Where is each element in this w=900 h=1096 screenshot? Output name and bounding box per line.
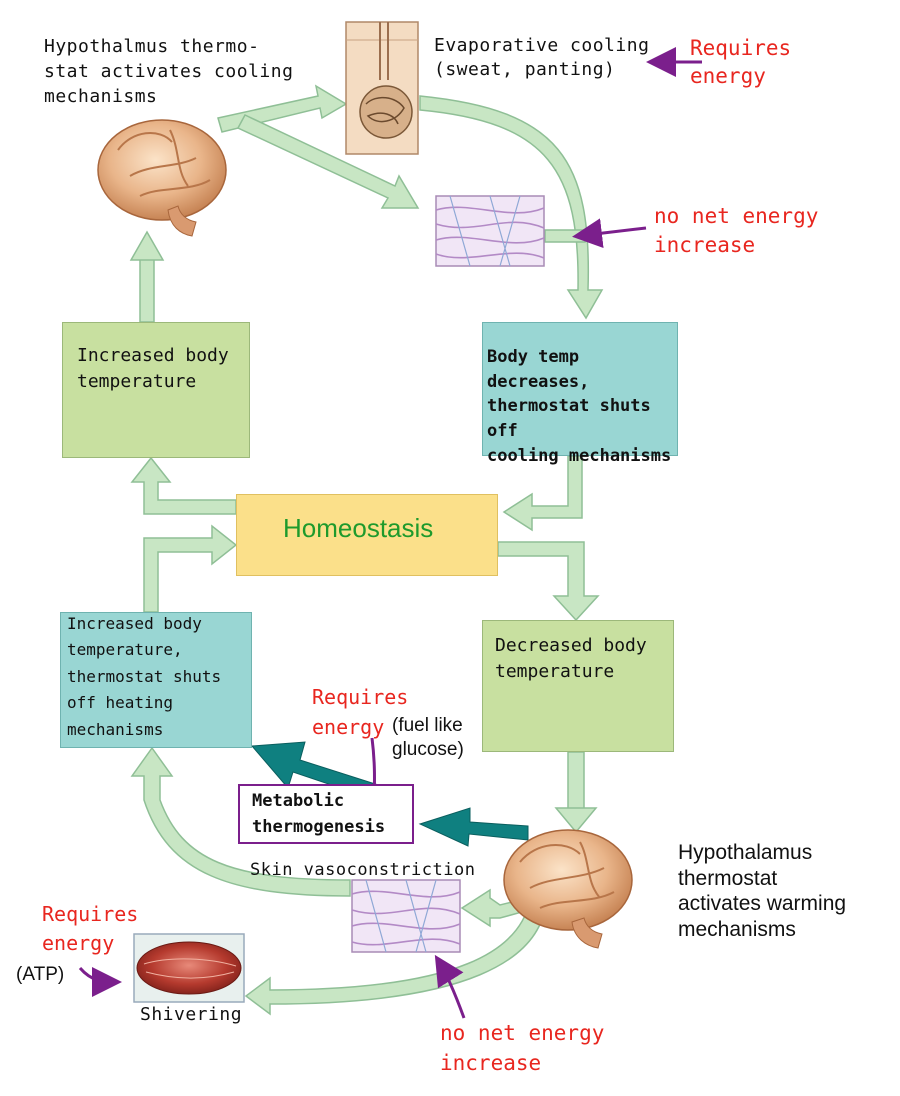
- requires-energy-top-label: Requires energy: [690, 36, 792, 89]
- homeostasis-box: Homeostasis: [236, 494, 498, 576]
- atp-label: (ATP): [16, 964, 65, 985]
- metabolic-label: Metabolic thermogenesis: [252, 791, 386, 838]
- requires-energy-bottom-label: Requires energy: [42, 902, 139, 955]
- muscle-icon: [133, 933, 245, 1003]
- increased-temp-box: Increased body temperature: [62, 322, 250, 458]
- sweat-gland-icon: [345, 21, 419, 155]
- decreased-temp-label: Decreased body temperature: [495, 635, 647, 683]
- decreased-temp-box: Decreased body temperature: [482, 620, 674, 752]
- homeostasis-label: Homeostasis: [283, 513, 434, 543]
- increased-temp-label: Increased body temperature: [77, 345, 229, 393]
- hypothalamus-cooling-label: Hypothalmus thermo- stat activates cooli…: [44, 36, 294, 108]
- temp-decreases-box: Body temp decreases, thermostat shuts of…: [482, 322, 678, 466]
- brain-icon: [503, 829, 633, 949]
- skin-vasoconstriction-label: Skin vasoconstriction: [250, 860, 476, 880]
- temp-decreases-label: Body temp decreases, thermostat shuts of…: [487, 347, 672, 466]
- metabolic-box: Metabolic thermogenesis: [238, 784, 414, 844]
- teal-arrow-to-metabolic: [418, 807, 529, 847]
- brain-icon: [97, 119, 227, 237]
- blood-vessel-icon: [351, 879, 461, 953]
- pathway-arrows: [129, 84, 604, 1016]
- no-net-energy-bottom-label: no net energy increase: [440, 1021, 605, 1076]
- hypothalamus-warming-label: Hypothalamus thermostat activates warmin…: [678, 841, 847, 941]
- blood-vessel-icon: [435, 195, 545, 267]
- requires-energy-mid-label: Requires energy: [312, 685, 409, 739]
- heating-off-label: Increased body temperature, thermostat s…: [67, 614, 222, 739]
- heating-off-box: Increased body temperature, thermostat s…: [60, 612, 252, 748]
- fuel-label: (fuel like glucose): [392, 715, 464, 760]
- shivering-label: Shivering: [140, 1004, 243, 1025]
- evaporative-label: Evaporative cooling (sweat, panting): [434, 35, 650, 81]
- no-net-energy-top-label: no net energy increase: [654, 204, 819, 258]
